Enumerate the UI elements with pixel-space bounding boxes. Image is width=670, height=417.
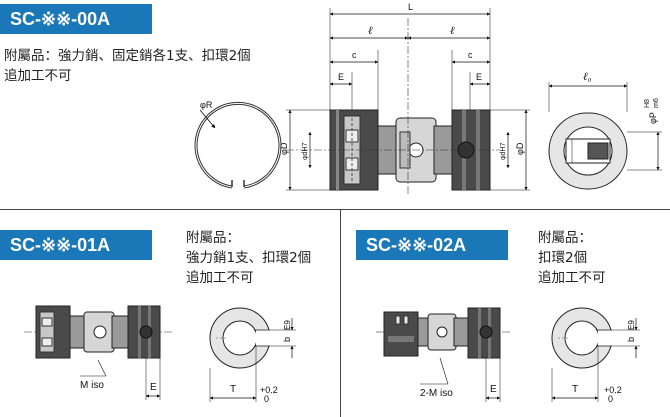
model-label-00a: SC-※※-00A: [10, 8, 111, 29]
dim-E9-01a: E9: [283, 320, 292, 330]
model-badge-00a: SC-※※-00A: [0, 4, 152, 34]
end-view-00a: ℓ₀ φP H8 m6: [548, 71, 662, 190]
dim-phidH7-left: φdH7: [302, 143, 309, 160]
section-divider-vertical: [340, 209, 341, 417]
accessories-02a: 附屬品： 扣環2個 追加工不可: [538, 230, 606, 286]
dim-c-left: c: [352, 50, 357, 60]
dim-E-right: E: [476, 72, 482, 82]
universal-joint-01a: M iso E: [24, 305, 172, 400]
section-divider-horizontal: [0, 209, 670, 210]
model-label-01a: SC-※※-01A: [10, 234, 111, 255]
dim-Miso-01a: M iso: [80, 380, 104, 391]
dim-phidH7-right: φdH7: [500, 143, 507, 160]
dim-T-02a: T: [572, 384, 578, 395]
dim-E-01a: E: [150, 382, 157, 393]
dim-E9-02a: E9: [627, 320, 636, 330]
model-badge-02a: SC-※※-02A: [356, 230, 508, 260]
dim-E-02a: E: [490, 384, 497, 395]
dim-l-left: ℓ: [368, 25, 373, 37]
dim-b-02a: b: [626, 337, 636, 342]
dim-H8: H8: [644, 99, 651, 108]
dim-Miso-02a: 2-M iso: [420, 388, 453, 399]
dim-E-left: E: [338, 72, 344, 82]
dim-phiR: φR: [200, 100, 213, 110]
dim-T-01a: T: [230, 384, 236, 395]
dim-l-right: ℓ: [450, 25, 455, 37]
dim-phiD-left: φD: [279, 142, 289, 155]
model-badge-01a: SC-※※-01A: [0, 230, 152, 260]
end-view-01a: b E9 T +0.2 0: [209, 307, 296, 404]
dim-l0: ℓ₀: [583, 71, 592, 83]
dim-L: L: [408, 2, 413, 12]
retaining-ring-drawing: φR: [194, 100, 282, 189]
accessories-00a: 附屬品：強力銷、固定銷各1支、扣環2個 追加工不可: [4, 48, 251, 84]
model-label-02a: SC-※※-02A: [366, 234, 467, 255]
universal-joint-00a: L ℓ ℓ c c E E φD φdH7 φD φdH7: [279, 2, 530, 196]
tol-plus-02a: +0.2: [604, 385, 622, 395]
dim-phiD-right: φD: [515, 142, 525, 155]
dim-m6: m6: [653, 98, 660, 108]
dim-phiP: φP: [648, 112, 658, 124]
tol-zero-01a: 0: [264, 394, 269, 404]
universal-joint-02a: 2-M iso E: [376, 307, 510, 402]
dim-b-01a: b: [282, 337, 292, 342]
tol-plus-01a: +0.2: [260, 385, 278, 395]
tol-zero-02a: 0: [608, 394, 613, 404]
accessories-01a: 附屬品： 強力銷1支、扣環2個 追加工不可: [186, 230, 312, 286]
end-view-02a: b E9 T +0.2 0: [551, 307, 640, 404]
dim-c-right: c: [468, 50, 473, 60]
